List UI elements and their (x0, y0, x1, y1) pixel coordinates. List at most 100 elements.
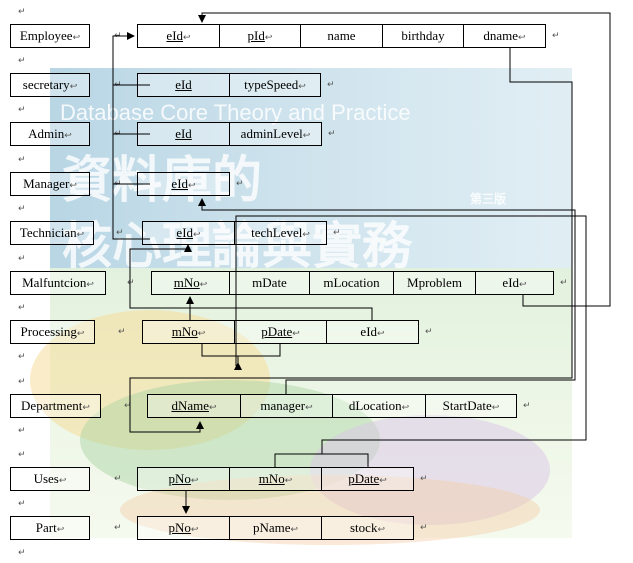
return-mark: ↩ (519, 279, 527, 289)
paragraph-mark: ↵ (114, 179, 122, 189)
return-mark: ↩ (183, 32, 191, 42)
field-text: pId (247, 28, 265, 43)
return-mark: ↩ (377, 328, 385, 338)
secretary-field-typespeed: typeSpeed↩ (229, 73, 321, 97)
uses-field-mno: mNo↩ (229, 467, 322, 491)
field-text: dLocation (348, 398, 402, 413)
field-text: mNo (173, 275, 200, 290)
department-field-dname: dName↩ (147, 394, 241, 418)
processing-field-mno: mNo↩ (142, 320, 235, 344)
paragraph-mark: ↵ (420, 523, 428, 533)
secretary-table-name: secretary↩ (10, 73, 90, 97)
field-text: mDate (252, 275, 287, 290)
employee-field-dname: dname↩ (463, 24, 546, 48)
table-name-text: Malfuntcion (22, 275, 87, 290)
field-text: pNo (168, 520, 191, 535)
field-text: manager (260, 398, 306, 413)
uses-field-pdate: pDate↩ (321, 467, 414, 491)
paragraph-mark: ↵ (114, 31, 122, 41)
watermark-swirl-bottom (120, 475, 540, 545)
part-field-pname: pName↩ (229, 516, 322, 540)
technician-field-techlevel: techLevel↩ (234, 221, 327, 245)
malfunction-field-eid: eId↩ (475, 271, 554, 295)
field-text: pName (252, 520, 291, 535)
return-mark: ↩ (82, 403, 90, 413)
part-field-stock: stock↩ (321, 516, 414, 540)
part-field-pno: pNo↩ (137, 516, 230, 540)
part-table-name: Part↩ (10, 516, 90, 540)
field-text: mNo (258, 471, 285, 486)
paragraph-mark: ↵ (425, 327, 433, 337)
table-name-text: Admin (28, 126, 65, 141)
field-text: eId (171, 176, 189, 191)
paragraph-mark: ↵ (127, 278, 135, 288)
field-text: pDate (261, 324, 293, 339)
field-text: techLevel (251, 225, 303, 240)
paragraph-mark: ↵ (18, 352, 26, 362)
technician-field-eid: eId↩ (142, 221, 235, 245)
admin-field-adminlevel: adminLevel↩ (229, 122, 322, 146)
return-mark: ↩ (58, 476, 67, 486)
paragraph-mark: ↵ (18, 377, 26, 387)
table-name-text: secretary (22, 77, 70, 92)
uses-table-name: Uses↩ (10, 467, 90, 491)
paragraph-mark: ↵ (18, 303, 26, 313)
paragraph-mark: ↵ (114, 80, 122, 90)
return-mark: ↩ (69, 82, 78, 92)
paragraph-mark: ↵ (18, 204, 26, 214)
paragraph-mark: ↵ (327, 80, 335, 90)
employee-table-name: Employee↩ (10, 24, 90, 48)
return-mark: ↩ (401, 402, 410, 412)
admin-table-name: Admin↩ (10, 122, 90, 146)
paragraph-mark: ↵ (18, 426, 26, 436)
paragraph-mark: ↵ (18, 254, 26, 264)
employee-field-birthday: birthday (382, 24, 464, 48)
paragraph-mark: ↵ (18, 548, 26, 558)
uses-field-pno: pNo↩ (137, 467, 230, 491)
field-text: pNo (168, 471, 191, 486)
field-text: Mproblem (407, 275, 462, 290)
paragraph-mark: ↵ (18, 450, 26, 460)
field-text: dName (171, 398, 209, 413)
return-mark: ↩ (264, 32, 273, 42)
field-text: dname (483, 28, 519, 43)
technician-table-name: Technician↩ (10, 221, 94, 245)
employee-field-name: name (300, 24, 383, 48)
paragraph-mark: ↵ (236, 179, 244, 189)
processing-field-pdate: pDate↩ (234, 320, 327, 344)
paragraph-mark: ↵ (118, 327, 126, 337)
paragraph-mark: ↵ (124, 401, 132, 411)
paragraph-mark: ↵ (420, 474, 428, 484)
field-text: eId (175, 126, 192, 141)
admin-field-eid: eId (137, 122, 230, 146)
field-text: eId (175, 77, 192, 92)
secretary-field-eid: eId (137, 73, 230, 97)
return-mark: ↩ (193, 229, 201, 239)
return-mark: ↩ (64, 131, 72, 141)
employee-field-eid: eId↩ (137, 24, 220, 48)
paragraph-mark: ↵ (523, 401, 531, 411)
department-table-name: Department↩ (10, 394, 101, 418)
paragraph-mark: ↵ (18, 499, 26, 509)
paragraph-mark: ↵ (18, 56, 26, 66)
field-text: birthday (401, 28, 445, 43)
processing-field-eid: eId↩ (326, 320, 419, 344)
field-text: eId (176, 225, 194, 240)
paragraph-mark: ↵ (18, 105, 26, 115)
return-mark: ↩ (302, 130, 311, 140)
table-name-text: Employee (19, 28, 73, 43)
paragraph-mark: ↵ (328, 129, 336, 139)
return-mark: ↩ (518, 32, 526, 42)
return-mark: ↩ (190, 524, 199, 534)
paragraph-mark: ↵ (18, 7, 26, 17)
paragraph-mark: ↵ (114, 523, 122, 533)
department-field-manager: manager↩ (240, 394, 333, 418)
return-mark: ↩ (199, 279, 208, 289)
paragraph-mark: ↵ (552, 31, 560, 41)
field-text: mLocation (323, 275, 380, 290)
department-field-dlocation: dLocation↩ (332, 394, 426, 418)
field-text: eId (360, 324, 378, 339)
return-mark: ↩ (197, 328, 206, 338)
table-name-text: Technician (19, 225, 77, 240)
table-name-text: Manager (23, 176, 70, 191)
